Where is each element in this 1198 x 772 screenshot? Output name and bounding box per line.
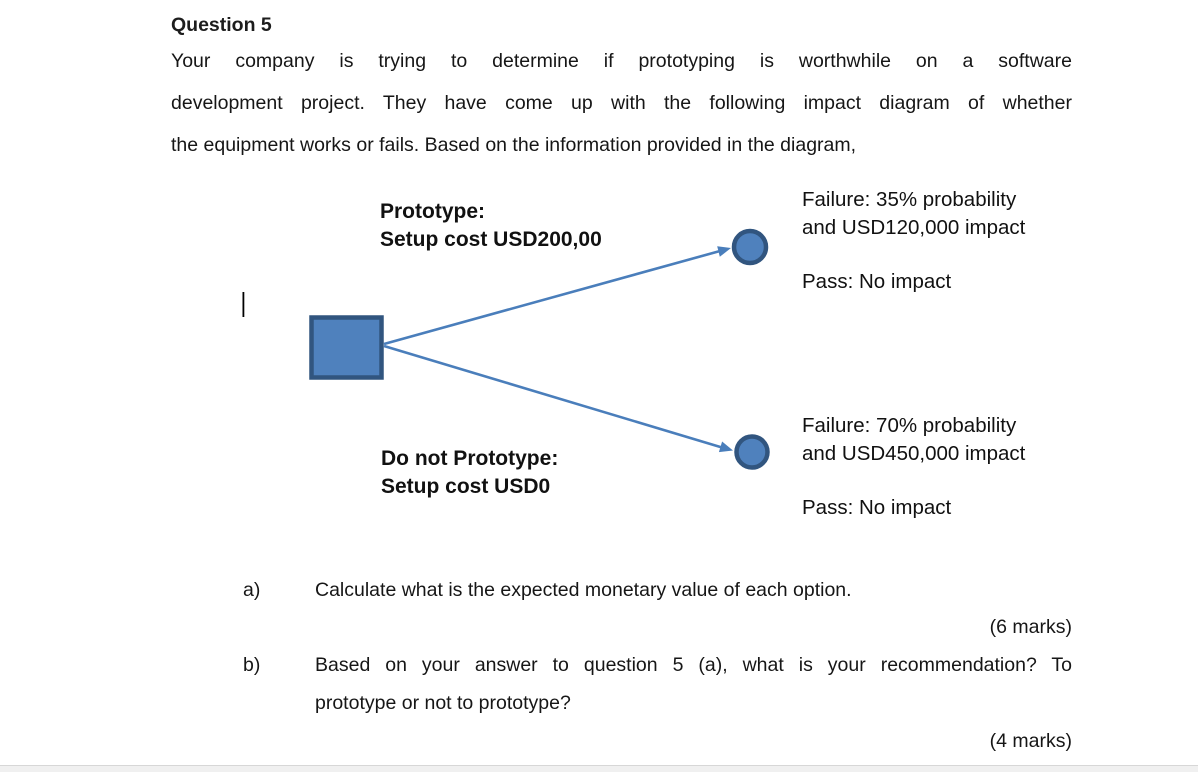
prototype-failure-line2: and USD120,000 impact <box>802 215 1026 239</box>
connector-prototype-branch <box>383 249 721 346</box>
arrowhead-no-prototype-branch <box>718 441 733 453</box>
question-b-label: b) <box>243 654 261 676</box>
intro-line-1: Your company is trying to determine if p… <box>171 50 1072 72</box>
no-prototype-failure-line1: Failure: 70% probability <box>802 414 1017 437</box>
question-a-marks: (6 marks) <box>989 616 1072 638</box>
intro-line-2: development project. They have come up w… <box>171 92 1072 114</box>
decision-node-square <box>309 315 384 380</box>
prototype-pass-text: Pass: No impact <box>802 270 952 293</box>
prototype-label: Prototype: Setup cost USD200,00 <box>380 198 602 253</box>
question-b-marks: (4 marks) <box>989 730 1072 752</box>
prototype-failure-line1: Failure: 35% probability <box>802 188 1017 211</box>
chance-node-no-prototype <box>734 434 770 470</box>
no-prototype-failure-line2: and USD450,000 impact <box>802 441 1026 465</box>
question-a: a) Calculate what is the expected moneta… <box>243 578 1072 602</box>
arrowhead-prototype-branch <box>717 246 731 257</box>
text-cursor <box>242 292 245 317</box>
prototype-label-line1: Prototype: <box>380 200 485 223</box>
no-prototype-label-line2: Setup cost USD0 <box>381 474 551 498</box>
question-a-text: Calculate what is the expected monetary … <box>315 579 852 601</box>
no-prototype-pass-text: Pass: No impact <box>802 496 952 519</box>
no-prototype-label: Do not Prototype: Setup cost USD0 <box>381 445 558 500</box>
prototype-label-line2: Setup cost USD200,00 <box>380 227 602 251</box>
question-b-line1: Based on your answer to question 5 (a), … <box>315 654 1072 676</box>
question-b: b) Based on your answer to question 5 (a… <box>243 646 1072 722</box>
no-prototype-failure-text: Failure: 70% probability and USD450,000 … <box>802 412 1025 467</box>
prototype-failure-text: Failure: 35% probability and USD120,000 … <box>802 186 1025 241</box>
question-title: Question 5 <box>171 14 272 36</box>
horizontal-scrollbar-track[interactable] <box>0 765 1198 772</box>
question-b-line2: prototype or not to prototype? <box>315 692 571 714</box>
intro-paragraph: Your company is trying to determine if p… <box>171 40 1072 166</box>
no-prototype-label-line1: Do not Prototype: <box>381 447 559 470</box>
connector-no-prototype-branch <box>383 344 723 449</box>
intro-line-3: the equipment works or fails. Based on t… <box>171 134 857 156</box>
question-a-label: a) <box>243 579 261 601</box>
question-b-text: Based on your answer to question 5 (a), … <box>315 646 1072 722</box>
chance-node-prototype <box>731 228 769 266</box>
